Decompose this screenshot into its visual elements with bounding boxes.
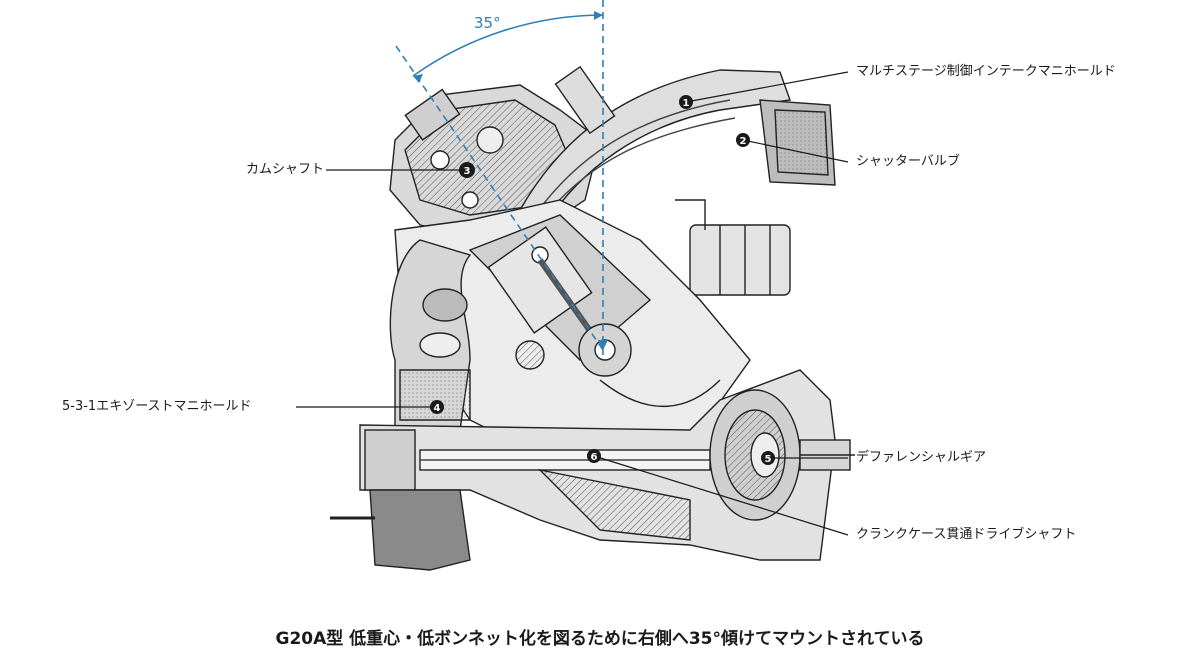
callout-badge-1-number: 1 xyxy=(683,98,690,109)
callout-badge-6-number: 6 xyxy=(591,452,598,463)
callout-badge-5-number: 5 xyxy=(765,454,772,465)
oil-filter xyxy=(675,199,791,296)
callout-label-3: カムシャフト xyxy=(246,162,325,177)
leader-line-2 xyxy=(742,139,849,163)
intake-manifold xyxy=(519,65,836,226)
leader-lines xyxy=(296,71,849,536)
callout-badge-4-number: 4 xyxy=(434,403,441,414)
callout-label-1: マルチステージ制御インテークマニホールド xyxy=(856,64,1116,79)
callout-badge-2: 2 xyxy=(736,133,750,147)
callout-label-5: デファレンシャルギア xyxy=(856,450,987,465)
callout-label-6: クランクケース貫通ドライブシャフト xyxy=(856,527,1077,542)
leader-line-6 xyxy=(593,455,849,536)
angle-arc xyxy=(412,14,604,77)
callout-badge-1: 1 xyxy=(679,95,693,109)
callout-label-2: シャッターバルブ xyxy=(856,154,960,169)
callout-badge-3: 3 xyxy=(459,162,475,178)
leader-line-1 xyxy=(685,71,849,103)
callout-badge-2-number: 2 xyxy=(740,136,747,147)
cylinder-axis-line xyxy=(395,45,604,351)
figure-caption: G20A型 低重心・低ボンネット化を図るために右側へ35°傾けてマウントされてい… xyxy=(275,629,925,649)
angle-label: 35° xyxy=(474,14,501,32)
callout-badge-5: 5 xyxy=(761,451,775,465)
inclination-guide xyxy=(395,0,608,360)
callout-badges: 1 2 3 4 5 6 xyxy=(430,95,775,465)
callout-badge-6: 6 xyxy=(587,449,601,463)
callout-label-4: 5-3-1エキゾーストマニホールド xyxy=(62,399,252,414)
callout-badge-3-number: 3 xyxy=(464,166,471,177)
cylinder-head xyxy=(389,84,601,236)
callout-badge-4: 4 xyxy=(430,400,444,414)
differential-gear xyxy=(709,389,855,521)
exhaust-manifold xyxy=(389,239,472,431)
